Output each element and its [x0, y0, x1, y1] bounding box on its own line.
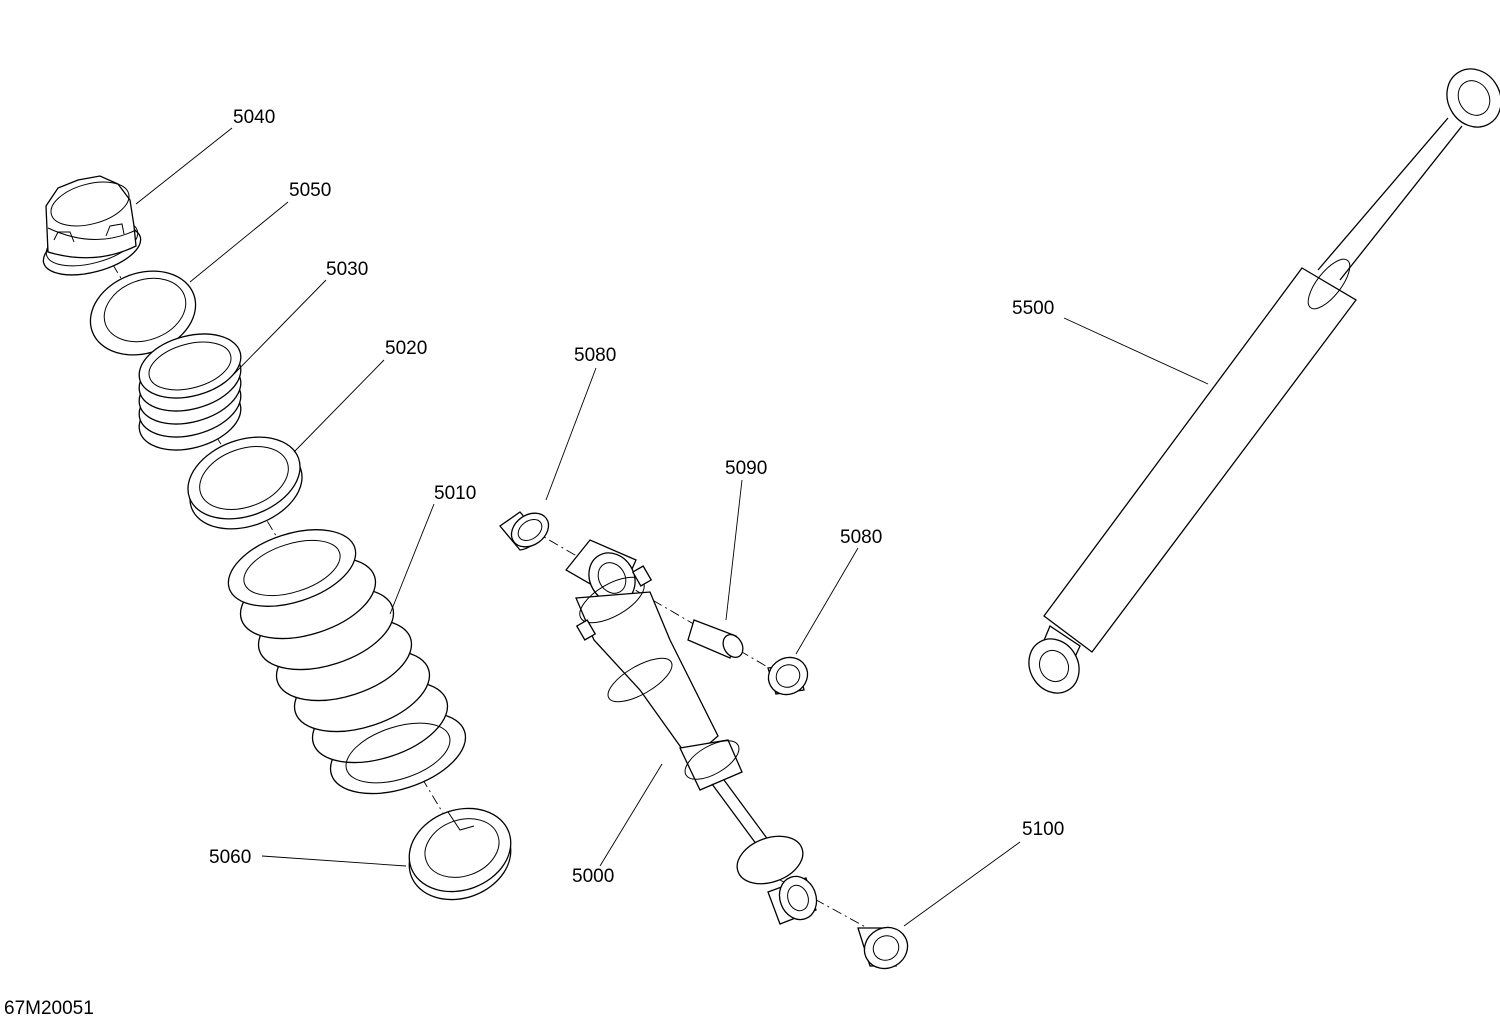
drawing-id: 67M20051: [4, 998, 94, 1019]
callout-5500: 5500: [1012, 298, 1054, 319]
callout-5080-right: 5080: [840, 527, 882, 548]
part-5050-washer[interactable]: [79, 257, 208, 369]
part-5020-spring-adapter[interactable]: [177, 422, 314, 543]
bushing-axis-bottom: [779, 879, 881, 936]
part-5080-bushing-right[interactable]: [762, 650, 815, 701]
callout-5040: 5040: [233, 107, 275, 128]
callout-5100: 5100: [1022, 819, 1064, 840]
callout-labels: 5040 5050 5030 5020 5010 5060 5080 5090 …: [209, 107, 1064, 887]
part-5080-bushing-top[interactable]: [499, 506, 555, 554]
bushing-axis-top: [531, 529, 791, 681]
part-5060-split-stopper[interactable]: [397, 795, 522, 914]
part-5040-retainer-cap[interactable]: [38, 174, 146, 284]
leader-lines: [135, 127, 1209, 927]
part-5090-sleeve[interactable]: [687, 619, 747, 661]
part-5500-shock-assembly[interactable]: [1019, 59, 1500, 702]
callout-5090: 5090: [725, 458, 767, 479]
part-5000-shock-absorber[interactable]: [565, 539, 822, 925]
callout-5050: 5050: [289, 180, 331, 201]
part-5010-coil-spring[interactable]: [219, 515, 476, 809]
callout-5060: 5060: [209, 847, 251, 868]
callout-5020: 5020: [385, 338, 427, 359]
callout-5030: 5030: [326, 259, 368, 280]
part-5030-helper-spring[interactable]: [132, 324, 248, 461]
callout-5000: 5000: [572, 866, 614, 887]
part-5100-bushing[interactable]: [857, 920, 915, 977]
callout-5010: 5010: [434, 483, 476, 504]
callout-5080-top: 5080: [574, 345, 616, 366]
